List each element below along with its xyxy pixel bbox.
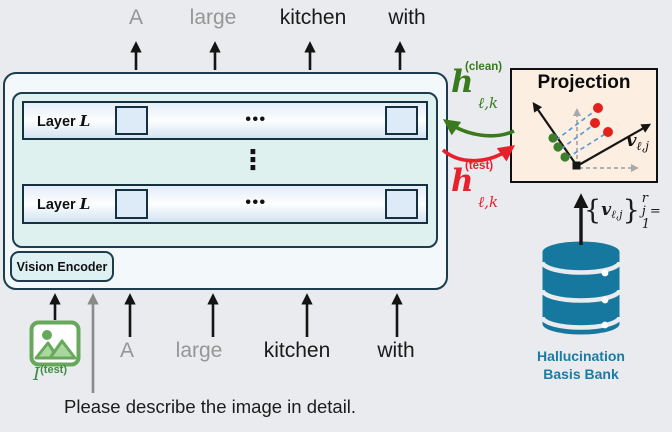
vision-encoder-box: Vision Encoder — [10, 251, 114, 282]
layer-row-1: Layer L ••• — [22, 101, 428, 140]
hidden-state-clean-label: (clean) h ℓ,k — [451, 61, 523, 119]
database-icon — [541, 241, 621, 335]
database-dot — [601, 321, 609, 329]
token-slot-icon — [385, 106, 418, 135]
test-variable: h — [451, 163, 474, 199]
database-top — [542, 241, 620, 263]
layer-2-label: Layer L — [37, 195, 91, 213]
hidden-state-test-label: (test) h ℓ,k — [451, 160, 523, 218]
clean-hidden-arrow — [442, 119, 515, 138]
database-dot — [601, 296, 609, 304]
basis-vector-label: vℓ,j — [626, 130, 650, 153]
token-bottom-a: A — [119, 339, 135, 362]
set-subscript: j = 1 — [641, 204, 661, 232]
database-separator — [541, 261, 621, 275]
bank-label-line1: Hallucination — [537, 348, 625, 364]
image-mountain — [48, 339, 77, 360]
database-body — [542, 252, 620, 335]
database-separator — [541, 316, 621, 330]
token-slot-icon — [385, 189, 418, 219]
basis-set-label: { vℓ,j } r j = 1 — [584, 191, 672, 232]
clean-superscript: (clean) — [465, 61, 503, 73]
test-image-label: I(test) — [33, 364, 68, 385]
token-slot-icon — [115, 106, 148, 135]
layer-row-2: Layer L ••• — [22, 184, 428, 224]
token-top-kitchen: kitchen — [279, 6, 347, 29]
prompt-text: Please describe the image in detail. — [64, 396, 357, 417]
vision-encoder-label: Vision Encoder — [16, 259, 108, 274]
test-superscript: (test) — [465, 160, 494, 172]
layer-1-label: Layer L — [37, 111, 91, 130]
token-bottom-kitchen: kitchen — [263, 339, 331, 362]
ellipsis-vertical: ⋮ — [239, 145, 267, 176]
set-superscript: r — [641, 191, 648, 206]
ellipsis-horizontal: ••• — [245, 194, 267, 212]
token-top-large: large — [189, 6, 237, 29]
clean-variable: h — [451, 64, 474, 100]
projection-title: Projection — [537, 72, 631, 93]
token-top-a: A — [128, 6, 144, 29]
test-hidden-arrow — [441, 145, 516, 163]
database-dot — [601, 269, 609, 277]
clean-subscript: ℓ,k — [478, 94, 499, 112]
token-bottom-with: with — [377, 339, 415, 362]
token-bottom-large: large — [175, 339, 223, 362]
ellipsis-horizontal: ••• — [245, 110, 267, 128]
projection-box: Projection — [510, 68, 658, 183]
image-sun — [42, 330, 52, 340]
image-icon — [29, 320, 81, 367]
bank-label-line2: Basis Bank — [543, 366, 619, 382]
brace-open: { — [584, 194, 602, 226]
token-slot-icon — [115, 189, 148, 219]
database-separator — [541, 289, 621, 303]
bank-label: Hallucination Basis Bank — [506, 347, 656, 383]
token-top-with: with — [388, 6, 426, 29]
brace-close: } — [622, 194, 640, 226]
test-subscript: ℓ,k — [478, 193, 499, 211]
